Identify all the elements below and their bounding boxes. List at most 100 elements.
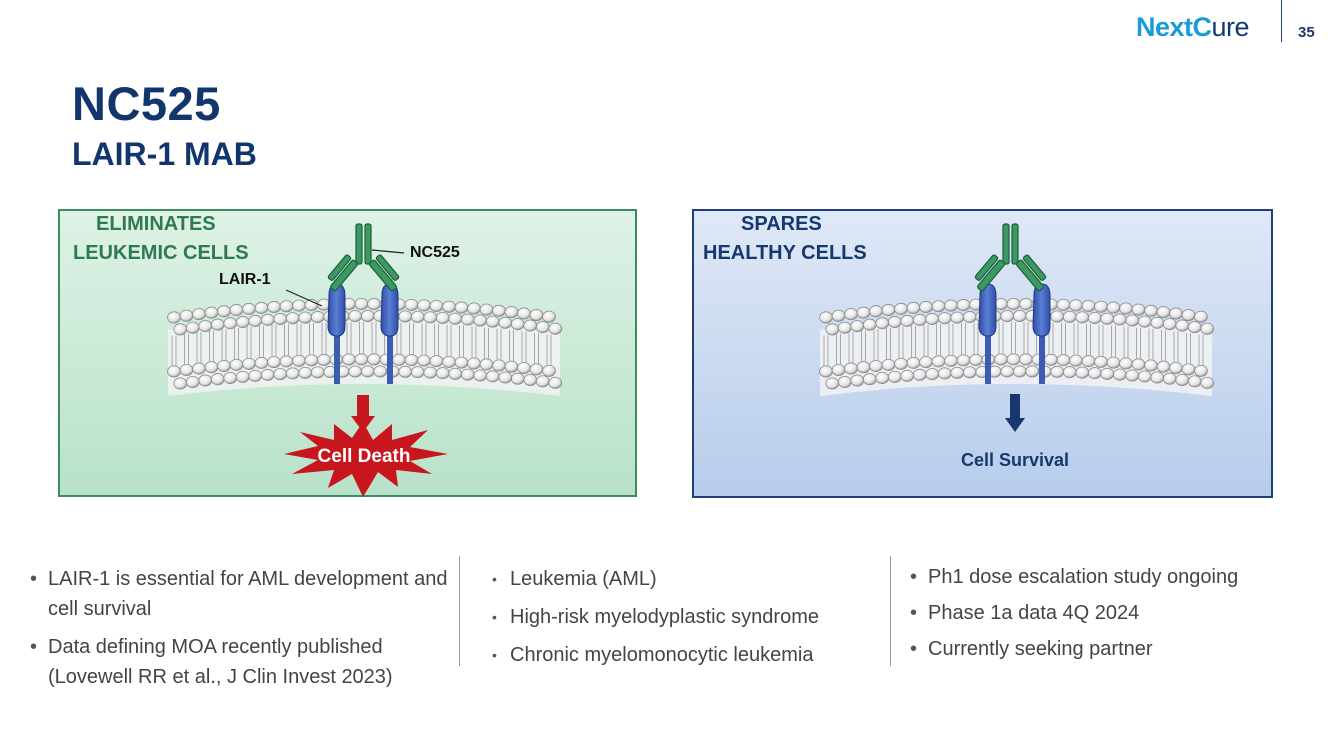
lipid-head — [1062, 366, 1077, 379]
lipid-head — [198, 320, 213, 333]
lipid-head — [448, 367, 463, 380]
lipid-head — [492, 359, 506, 372]
lipid-head — [367, 353, 381, 366]
lipid-head — [392, 353, 406, 366]
list-item: Chronic myelomonocytic leukemia — [490, 640, 880, 670]
lipid-head — [548, 376, 563, 389]
lipid-head — [950, 366, 965, 379]
lipid-head — [1019, 353, 1033, 366]
lipid-head — [1056, 298, 1071, 311]
lipid-head — [179, 309, 194, 322]
lipid-head — [479, 303, 494, 316]
lipid-head — [1187, 321, 1202, 334]
logo-text-c: C — [1192, 12, 1213, 42]
lipid-head — [944, 354, 958, 367]
lipid-head — [875, 371, 890, 384]
nc525-label: NC525 — [410, 244, 460, 261]
lipid-head — [454, 356, 469, 369]
lipid-head — [856, 306, 871, 319]
right-heading-line2: HEALTHY CELLS — [703, 242, 867, 264]
lipid-head — [1169, 361, 1183, 374]
lipid-head — [210, 318, 225, 331]
lipid-head — [875, 317, 890, 330]
lipid-head — [210, 373, 225, 386]
left-heading-line2: LEUKEMIC CELLS — [73, 242, 249, 264]
lipid-head — [1162, 372, 1177, 385]
lipid-head — [217, 305, 231, 318]
lipid-head — [912, 368, 927, 381]
lipid-head — [906, 301, 921, 314]
lipid-head — [1131, 303, 1146, 316]
lipid-head — [285, 312, 300, 325]
lipid-head — [204, 306, 219, 319]
lipid-head — [1194, 310, 1208, 323]
lipid-head — [510, 372, 525, 385]
lipid-head — [856, 361, 871, 374]
lipid-head — [894, 357, 908, 370]
lipid-head — [435, 367, 450, 380]
nc525-antibody-icon — [327, 223, 400, 292]
lipid-head — [517, 307, 531, 320]
lipid-head — [956, 299, 971, 312]
lipid-head — [1100, 367, 1115, 380]
lipid-head — [1144, 359, 1158, 372]
lipid-head — [1181, 309, 1196, 322]
lipid-head — [1137, 315, 1152, 328]
lipid-head — [919, 301, 933, 314]
lipid-head — [887, 370, 902, 383]
lipid-head — [906, 356, 921, 369]
lipid-head — [862, 318, 877, 331]
cell-membrane-right — [819, 298, 1215, 396]
lipid-head — [956, 354, 971, 367]
lipid-head — [192, 308, 206, 321]
lipid-head — [1137, 370, 1152, 383]
nextcure-logo: NextCure — [1136, 12, 1250, 43]
lipid-head — [1156, 306, 1171, 319]
lipid-head — [198, 374, 213, 387]
lipid-head — [473, 314, 488, 327]
lipid-head — [912, 313, 927, 326]
lipid-head — [285, 367, 300, 380]
lipid-head — [819, 311, 833, 324]
lipid-head — [881, 304, 896, 317]
lipid-head — [473, 369, 488, 382]
navy-down-arrow — [1005, 394, 1025, 432]
lipid-head — [1056, 354, 1071, 367]
lipid-head — [542, 310, 556, 323]
lipid-head — [398, 310, 413, 323]
list-item: LAIR-1 is essential for AML development … — [28, 564, 448, 624]
lipid-head — [360, 310, 375, 323]
lipid-head — [1000, 365, 1015, 378]
lipid-head — [844, 362, 858, 375]
lipid-head — [529, 309, 544, 322]
lipid-head — [937, 367, 952, 380]
lipid-head — [267, 356, 281, 369]
left-heading-line1: ELIMINATES — [96, 213, 216, 235]
lipid-head — [1119, 302, 1133, 315]
lipid-head — [298, 311, 313, 324]
lipid-head — [887, 316, 902, 329]
lipid-head — [837, 375, 852, 388]
lipid-head — [1012, 310, 1027, 323]
list-item: Phase 1a data 4Q 2024 — [908, 598, 1308, 628]
lipid-head — [548, 322, 563, 335]
lipid-head — [1081, 299, 1096, 312]
lipid-head — [962, 366, 977, 379]
lipid-head — [1075, 311, 1090, 324]
lipid-head — [523, 373, 538, 386]
lipid-head — [1044, 353, 1058, 366]
lipid-head — [1144, 304, 1158, 317]
lipid-head — [404, 298, 419, 311]
lipid-head — [869, 305, 883, 318]
lipid-head — [504, 306, 519, 319]
slide-subtitle: LAIR-1 MAB — [72, 136, 257, 172]
lipid-head — [442, 300, 456, 313]
lipid-head — [273, 313, 288, 326]
lipid-head — [1006, 353, 1021, 366]
lipid-head — [373, 365, 388, 378]
lair1-leader-line — [285, 289, 323, 307]
lipid-head — [542, 364, 556, 377]
lipid-head — [504, 360, 519, 373]
lipid-head — [900, 369, 915, 382]
